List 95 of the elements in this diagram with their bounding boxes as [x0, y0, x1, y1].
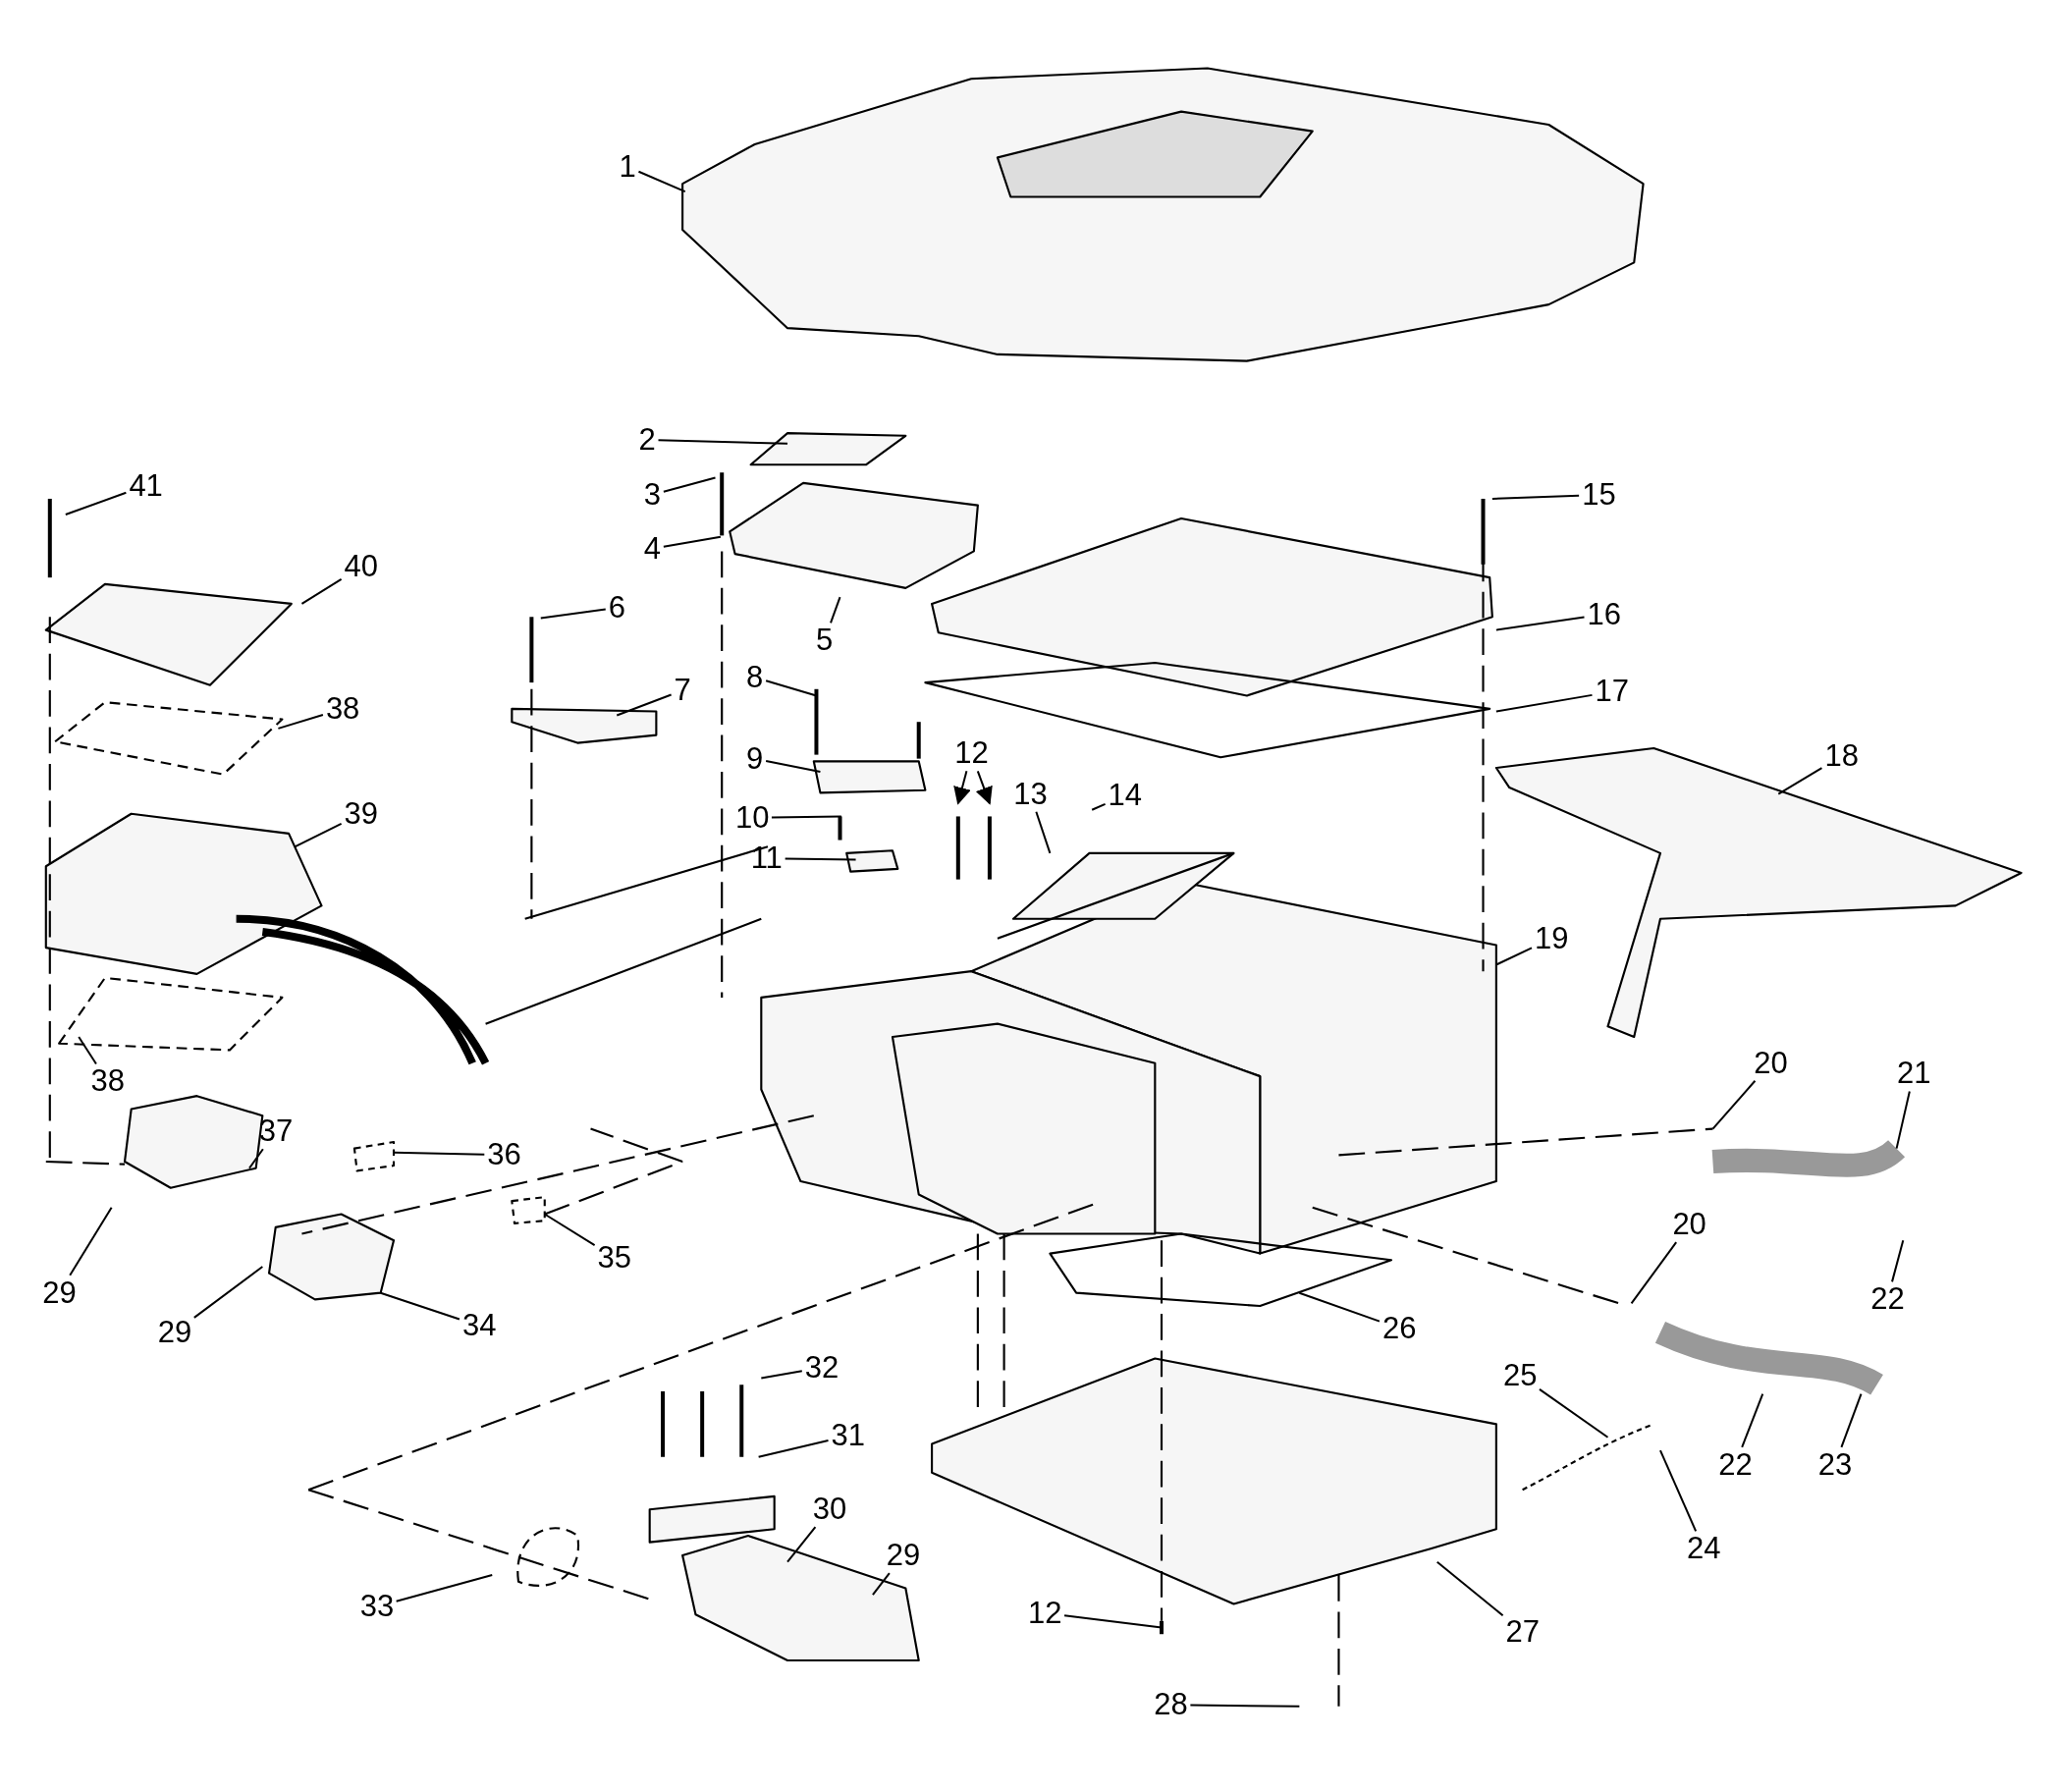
leader-line	[1298, 1291, 1381, 1323]
leader-line	[248, 1148, 264, 1169]
leader-line	[1840, 1392, 1863, 1448]
leader-line	[1891, 1239, 1905, 1283]
callout-number: 38	[90, 1064, 126, 1099]
leader-line	[192, 1265, 264, 1319]
leader-line	[657, 439, 789, 445]
callout-number: 4	[643, 531, 662, 566]
leader-line	[765, 759, 822, 773]
callout-number: 35	[597, 1240, 632, 1275]
leader-line	[637, 170, 686, 193]
leader-line	[1435, 1560, 1504, 1617]
callout-number: 24	[1687, 1532, 1721, 1566]
callout-number: 40	[344, 550, 379, 584]
callout-number: 30	[812, 1493, 847, 1527]
callout-number: 15	[1582, 477, 1616, 512]
leader-line	[539, 608, 607, 620]
leader-line	[953, 770, 971, 805]
callout-number: 23	[1817, 1447, 1853, 1482]
callout-number: 7	[674, 674, 691, 708]
leader-line	[543, 1213, 596, 1247]
callout-number: 32	[804, 1350, 839, 1385]
callout-number: 41	[129, 468, 163, 503]
leader-line	[662, 476, 717, 493]
leader-line	[1490, 494, 1581, 500]
leader-line	[830, 596, 841, 624]
callout-number: 28	[1154, 1688, 1188, 1722]
callout-number: 36	[487, 1138, 521, 1172]
callout-number: 29	[886, 1539, 921, 1572]
leader-line	[379, 1291, 460, 1321]
callout-number: 9	[746, 741, 764, 776]
leader-line	[1063, 1614, 1163, 1629]
callout-number: 10	[734, 800, 770, 835]
callout-number: 12	[1028, 1596, 1062, 1630]
callout-number: 27	[1505, 1614, 1541, 1649]
callout-number: 19	[1535, 921, 1569, 955]
callout-number: 26	[1381, 1311, 1417, 1345]
leader-line	[393, 1151, 486, 1156]
callout-number: 1	[619, 149, 636, 184]
leader-line	[277, 713, 324, 730]
callout-number: 11	[750, 842, 783, 876]
leader-line	[1091, 802, 1107, 811]
leader-line	[1189, 1704, 1301, 1708]
leader-line	[757, 1439, 830, 1458]
leader-line	[1630, 1241, 1678, 1305]
leader-line	[975, 770, 993, 805]
leader-line	[1777, 767, 1823, 795]
leader-line	[786, 1526, 817, 1563]
callout-number: 22	[1718, 1447, 1753, 1482]
callout-number: 20	[1754, 1046, 1788, 1080]
leader-line	[784, 857, 857, 861]
callout-number: 8	[746, 660, 764, 694]
callout-number: 20	[1672, 1208, 1706, 1242]
leader-line	[662, 535, 722, 548]
callout-number: 12	[954, 736, 989, 771]
leader-line	[616, 693, 673, 717]
leader-line	[294, 822, 343, 848]
callout-number: 29	[42, 1276, 77, 1310]
callout-number: 21	[1896, 1057, 1931, 1091]
callout-number: 13	[1013, 777, 1048, 811]
leader-line	[770, 815, 842, 819]
leader-line	[1895, 1090, 1911, 1150]
leader-line	[1035, 810, 1052, 854]
callout-number: 22	[1870, 1282, 1905, 1317]
leader-line	[1494, 693, 1594, 713]
callout-number: 25	[1502, 1358, 1538, 1392]
leader-line	[760, 1370, 803, 1380]
callout-number: 39	[344, 796, 379, 831]
leader-line	[64, 491, 128, 516]
callout-number: 38	[325, 691, 360, 726]
callout-number: 17	[1595, 675, 1629, 709]
leader-line	[1538, 1387, 1609, 1439]
callout-number: 2	[638, 422, 656, 457]
callout-number: 16	[1587, 597, 1621, 631]
leader-line	[1741, 1392, 1764, 1448]
callout-number: 14	[1108, 779, 1143, 813]
leader-line	[1494, 616, 1586, 631]
leader-line	[395, 1574, 494, 1602]
callout-number: 5	[815, 624, 834, 658]
leader-line	[1658, 1449, 1698, 1533]
leader-line	[1711, 1079, 1757, 1130]
callout-number: 31	[831, 1419, 865, 1453]
leader-line	[300, 577, 343, 605]
leader-line	[1494, 947, 1533, 966]
callout-number: 6	[608, 590, 625, 624]
callout-number: 33	[359, 1590, 395, 1624]
leader-line	[871, 1572, 891, 1597]
callout-number: 34	[461, 1309, 497, 1343]
callout-number: 3	[643, 477, 662, 512]
callout-number: 29	[157, 1315, 192, 1349]
callout-number: 37	[258, 1114, 294, 1149]
callout-number: 18	[1824, 738, 1859, 773]
leader-line	[78, 1036, 97, 1065]
leader-line	[765, 679, 818, 697]
leader-line	[69, 1206, 113, 1276]
